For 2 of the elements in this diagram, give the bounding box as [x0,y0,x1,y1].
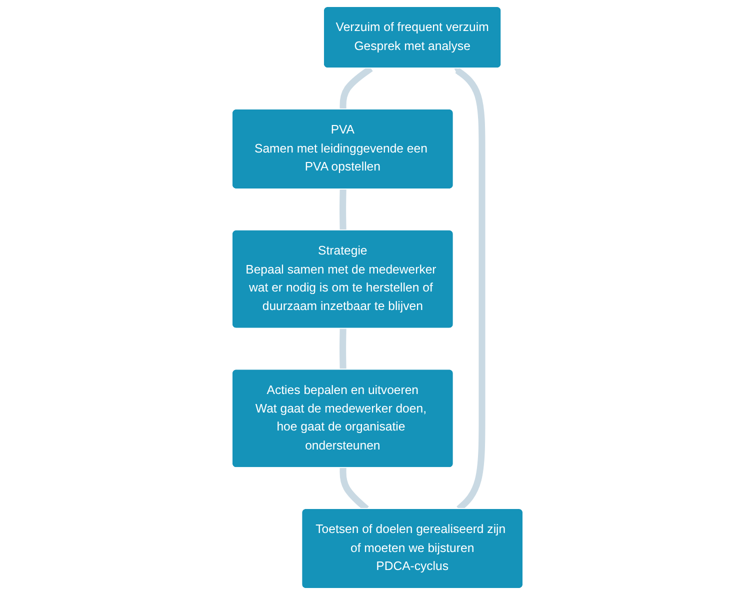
connector [340,328,346,370]
connector [340,189,346,230]
